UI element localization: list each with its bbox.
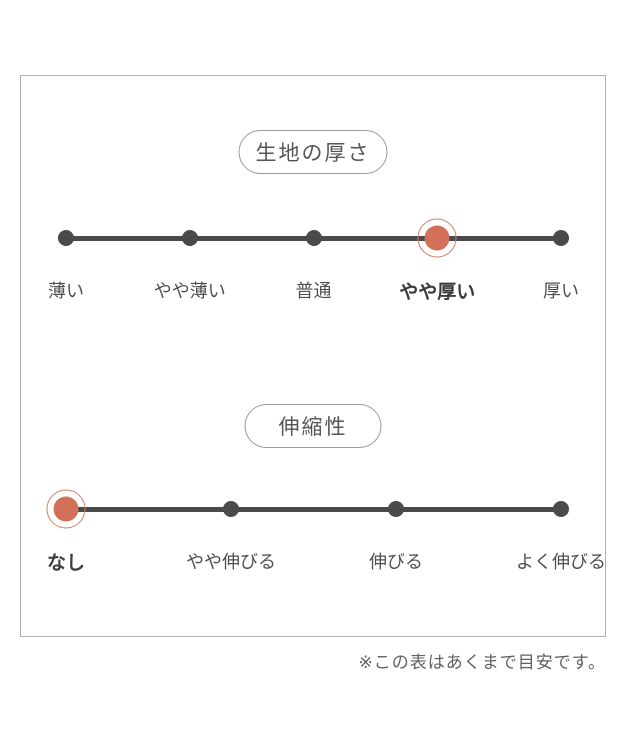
scale-dot	[223, 501, 239, 517]
selected-value-dot	[417, 218, 457, 258]
scale-option-label: 伸びる	[369, 552, 423, 572]
scale-dot	[553, 501, 569, 517]
scale-option-label: 厚い	[543, 281, 579, 301]
attribute-chart-frame: 生地の厚さ 薄い やや薄い 普通 やや厚い 厚い 伸縮性 なし やや伸びる 伸びる よく伸びる	[20, 75, 606, 637]
thickness-scale-title-text: 生地の厚さ	[255, 142, 371, 165]
scale-option-label: 薄い	[48, 281, 84, 301]
selected-value-dot	[46, 489, 86, 529]
scale-option-label: やや薄い	[153, 281, 226, 301]
scale-dot	[553, 230, 569, 246]
thickness-scale-title: 生地の厚さ	[238, 130, 388, 174]
footnote: ※この表はあくまで目安です。	[358, 653, 606, 672]
scale-dot	[388, 501, 404, 517]
scale-dot	[58, 230, 74, 246]
scale-option-label: やや伸びる	[186, 552, 276, 572]
scale-option-label: やや厚い	[399, 282, 476, 303]
scale-option-label: よく伸びる	[516, 552, 606, 572]
scale-dot	[181, 230, 198, 246]
scale-option-label: なし	[46, 553, 86, 574]
stretch-scale-title: 伸縮性	[244, 404, 382, 448]
scale-dot	[305, 230, 322, 246]
stretch-scale-line	[66, 506, 561, 512]
stretch-scale-title-text: 伸縮性	[278, 416, 348, 439]
scale-option-label: 普通	[295, 281, 332, 301]
